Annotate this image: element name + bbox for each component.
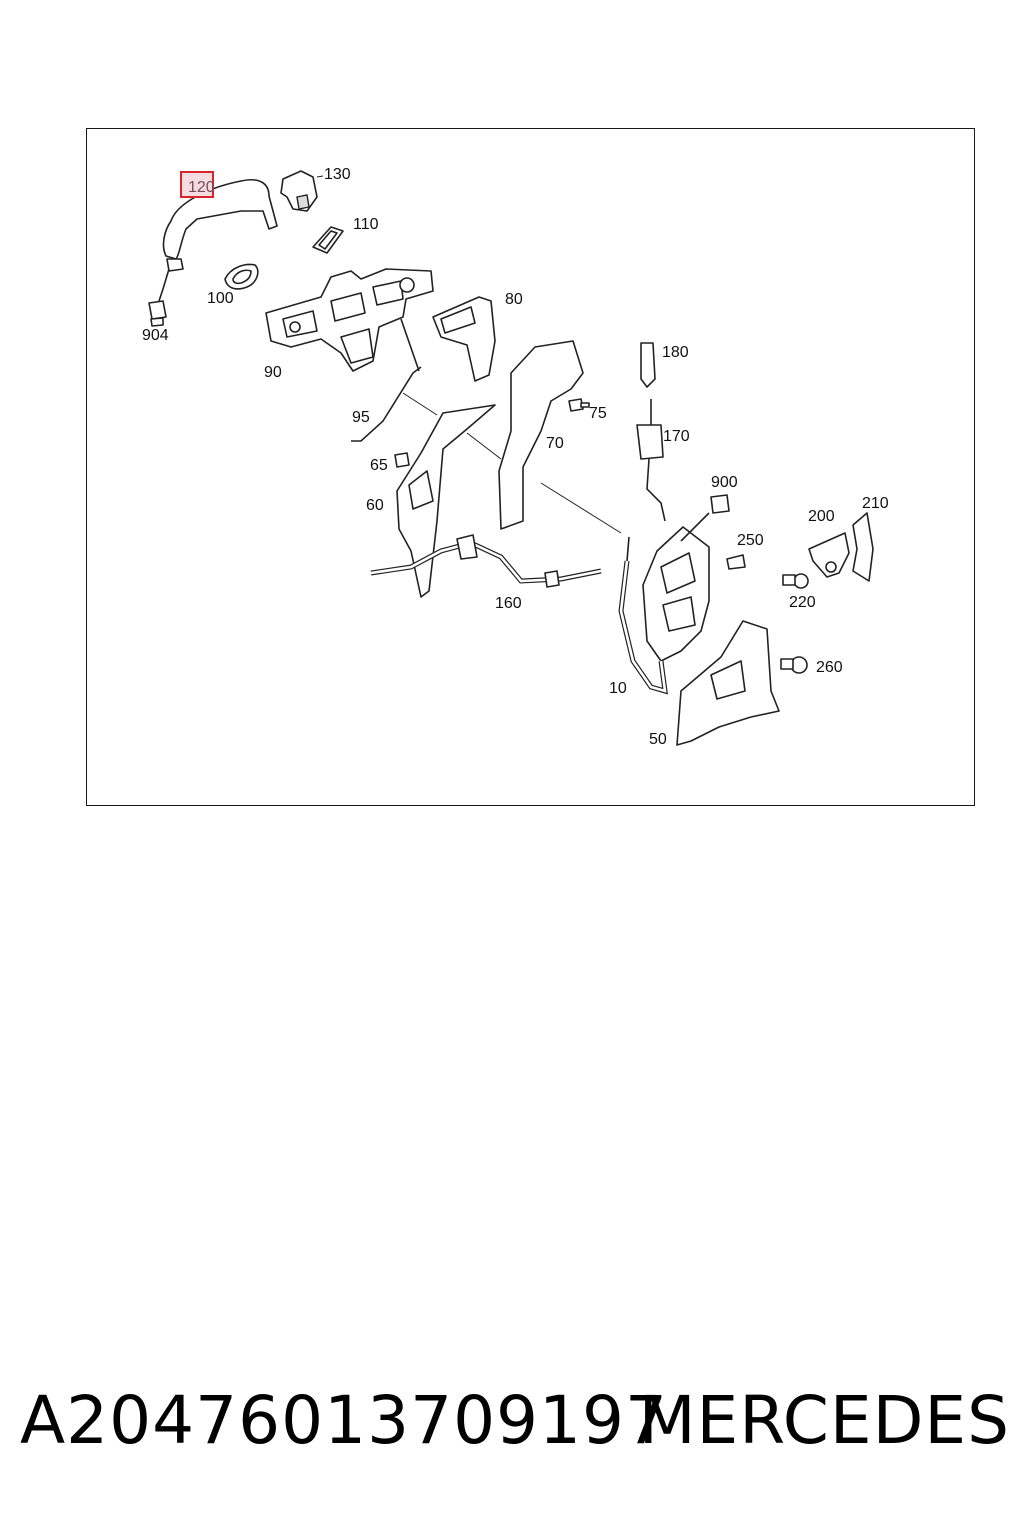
callout-80[interactable]: 80 (505, 291, 523, 308)
callout-160[interactable]: 160 (495, 595, 522, 612)
part-10-door-lock[interactable] (618, 512, 710, 695)
callout-210[interactable]: 210 (862, 495, 889, 512)
part-220-bolt[interactable] (782, 573, 809, 589)
part-130-lock-cap[interactable] (280, 170, 324, 212)
part-210-shim[interactable] (852, 512, 874, 582)
callout-60[interactable]: 60 (366, 497, 384, 514)
callout-90[interactable]: 90 (264, 364, 282, 381)
callout-900[interactable]: 900 (711, 474, 738, 491)
part-180-pin[interactable] (640, 342, 656, 388)
callout-220[interactable]: 220 (789, 594, 816, 611)
part-50-lock-bracket[interactable] (676, 620, 780, 746)
part-120-door-handle[interactable] (158, 179, 278, 302)
part-900-connector[interactable] (710, 494, 730, 514)
part-260-bolt[interactable] (780, 656, 808, 674)
callout-904[interactable]: 904 (142, 327, 169, 344)
part-904-connector[interactable] (148, 300, 167, 327)
callout-170[interactable]: 170 (663, 428, 690, 445)
part-60-carrier[interactable] (396, 404, 502, 598)
callout-250[interactable]: 250 (737, 532, 764, 549)
footer: A20476013709197 MERCEDES (20, 1382, 1010, 1472)
callout-200[interactable]: 200 (808, 508, 835, 525)
part-80-bracket[interactable] (432, 296, 496, 382)
part-110-gasket[interactable] (312, 226, 344, 254)
callout-10[interactable]: 10 (609, 680, 627, 697)
callout-100[interactable]: 100 (207, 290, 234, 307)
part-200-striker[interactable] (808, 532, 850, 578)
part-160-bowden-cable[interactable] (370, 534, 602, 588)
part-100-handle-bezel[interactable] (224, 263, 259, 290)
parts-diagram-frame: 120 130 110 100 904 80 90 180 95 75 70 1… (86, 128, 975, 806)
callout-110[interactable]: 110 (353, 216, 379, 233)
callout-65[interactable]: 65 (370, 457, 388, 474)
part-65-screw[interactable] (394, 452, 410, 468)
part-90-handle-carrier[interactable] (265, 268, 434, 372)
callout-120[interactable]: 120 (188, 179, 215, 196)
part-70-cover-panel[interactable] (498, 340, 622, 534)
part-number: A20476013709197 (20, 1382, 669, 1459)
brand-name: MERCEDES (638, 1382, 1010, 1459)
callout-130[interactable]: 130 (324, 166, 351, 183)
part-95-rod[interactable] (351, 366, 438, 442)
callout-50[interactable]: 50 (649, 731, 667, 748)
callout-120-highlight (180, 171, 214, 198)
callout-260[interactable]: 260 (816, 659, 843, 676)
callout-95[interactable]: 95 (352, 409, 370, 426)
callout-70[interactable]: 70 (546, 435, 564, 452)
part-170-actuator[interactable] (636, 399, 666, 522)
callout-180[interactable]: 180 (662, 344, 689, 361)
exploded-parts-diagram (148, 170, 874, 746)
part-75-screw[interactable] (568, 398, 590, 412)
part-250-screw[interactable] (726, 554, 746, 570)
callout-75[interactable]: 75 (589, 405, 607, 422)
